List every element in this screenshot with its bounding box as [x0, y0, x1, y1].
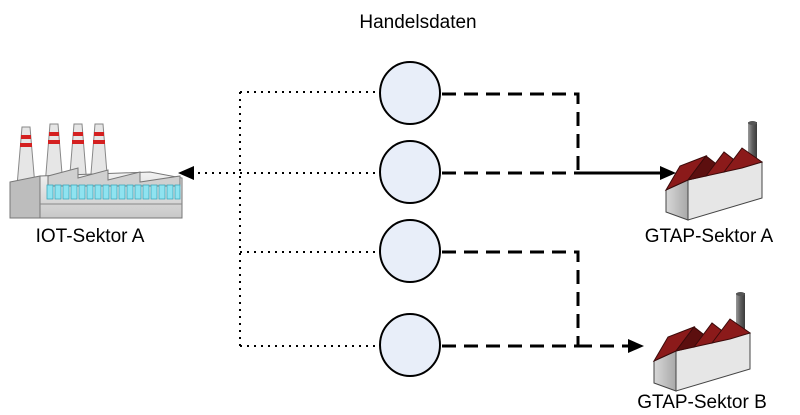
factory-icon	[652, 292, 752, 392]
factory-icon	[664, 121, 764, 221]
arrowhead-to-gtap-a	[660, 166, 676, 180]
plant-windows	[46, 184, 181, 200]
trade-data-node-2	[379, 140, 441, 204]
trade-data-node-3	[379, 219, 441, 283]
gtap-sector-a-label: GTAP-Sektor A	[645, 226, 774, 247]
dotted-connectors	[198, 91, 378, 347]
trade-data-nodes	[379, 61, 441, 377]
iot-sector-label: IOT-Sektor A	[36, 226, 145, 247]
industrial-plant-icon	[9, 123, 183, 219]
trade-data-node-4	[379, 313, 441, 377]
dashed-link-node-3	[442, 250, 580, 346]
arrowhead-to-gtap-b	[628, 339, 644, 353]
trade-data-node-1	[379, 61, 441, 125]
arrowhead-to-iot-sector	[178, 166, 194, 180]
gtap-sector-b-label: GTAP-Sektor B	[637, 392, 767, 413]
dashed-link-node-1	[442, 92, 580, 173]
diagram-title: Handelsdaten	[359, 12, 476, 33]
plant-chimneys	[16, 123, 109, 187]
dashed-connectors	[442, 92, 580, 348]
